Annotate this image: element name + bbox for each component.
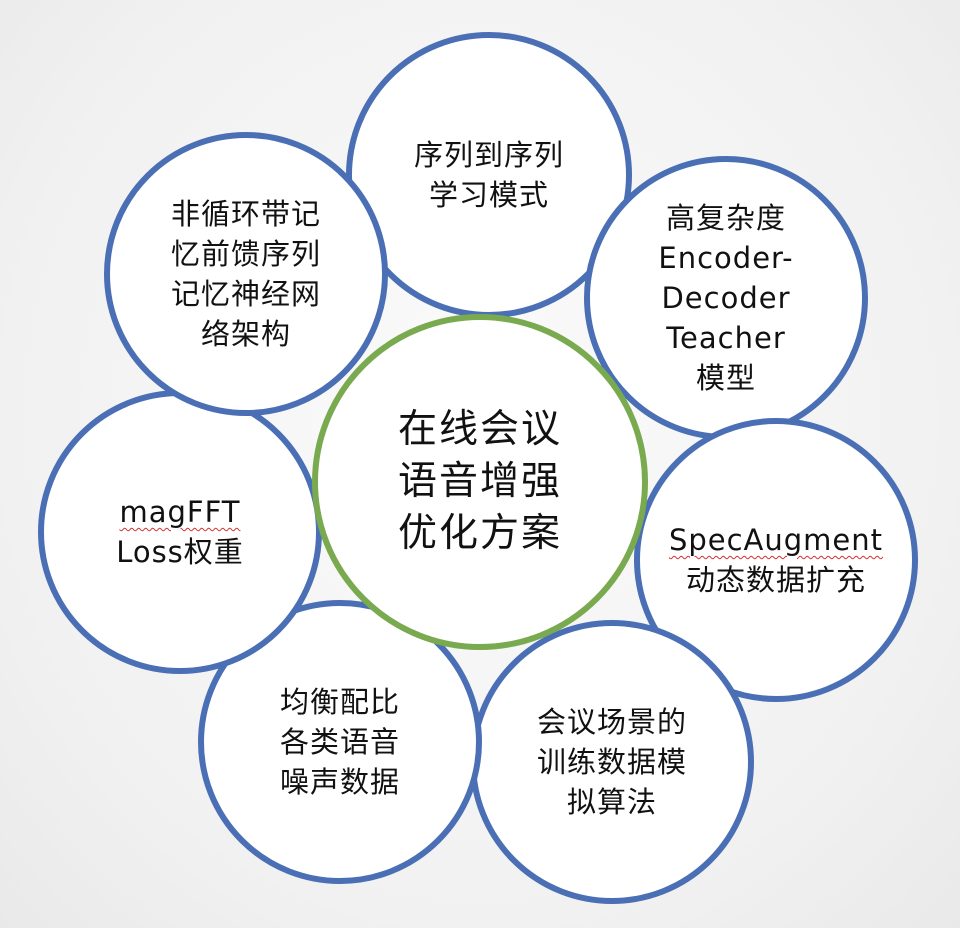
node-line: 模型 xyxy=(695,361,756,395)
node-meeting-sim: 会议场景的 训练数据模 拟算法 xyxy=(470,620,754,904)
node-line: magFFT xyxy=(119,495,241,529)
node-meeting-sim-label: 会议场景的 训练数据模 拟算法 xyxy=(537,702,687,822)
center-line: 在线会议 xyxy=(397,407,562,452)
node-magfft-label: magFFT Loss权重 xyxy=(116,492,244,572)
node-encoder-decoder: 高复杂度 Encoder- Decoder Teacher 模型 xyxy=(584,156,868,440)
node-line: 拟算法 xyxy=(566,785,657,819)
node-line: Decoder xyxy=(661,281,791,315)
node-line: 学习模式 xyxy=(428,178,549,212)
node-line: 会议场景的 xyxy=(536,705,687,739)
node-fsmn-label: 非循环带记 忆前馈序列 记忆神经网 络架构 xyxy=(171,194,321,354)
node-specaugment-label: SpecAugment 动态数据扩充 xyxy=(669,520,883,600)
node-line: 序列到序列 xyxy=(413,138,564,172)
node-magfft: magFFT Loss权重 xyxy=(38,390,322,674)
node-line: 动态数据扩充 xyxy=(685,563,866,597)
center-line: 优化方案 xyxy=(397,511,562,556)
node-noise-balance: 均衡配比 各类语音 噪声数据 xyxy=(198,600,482,884)
node-encoder-decoder-label: 高复杂度 Encoder- Decoder Teacher 模型 xyxy=(658,198,793,398)
node-line: 络架构 xyxy=(200,317,291,351)
node-line: SpecAugment xyxy=(668,523,884,557)
node-fsmn: 非循环带记 忆前馈序列 记忆神经网 络架构 xyxy=(104,132,388,416)
node-seq2seq: 序列到序列 学习模式 xyxy=(346,32,632,318)
node-line: 噪声数据 xyxy=(279,765,400,799)
node-line: 训练数据模 xyxy=(536,745,687,779)
node-line: Loss权重 xyxy=(116,535,244,569)
center-node-label: 在线会议 语音增强 优化方案 xyxy=(398,404,562,560)
node-line: 非循环带记 xyxy=(170,197,321,231)
node-line: Encoder- xyxy=(658,241,794,275)
node-line: 高复杂度 xyxy=(665,201,786,235)
node-seq2seq-label: 序列到序列 学习模式 xyxy=(414,135,564,215)
node-line: 记忆神经网 xyxy=(170,277,321,311)
node-line: 各类语音 xyxy=(279,725,400,759)
node-line: 忆前馈序列 xyxy=(170,237,321,271)
node-line: 均衡配比 xyxy=(279,685,400,719)
center-node: 在线会议 语音增强 优化方案 xyxy=(312,314,648,650)
node-noise-balance-label: 均衡配比 各类语音 噪声数据 xyxy=(280,682,400,802)
center-line: 语音增强 xyxy=(397,459,562,504)
node-line: Teacher xyxy=(666,321,786,355)
